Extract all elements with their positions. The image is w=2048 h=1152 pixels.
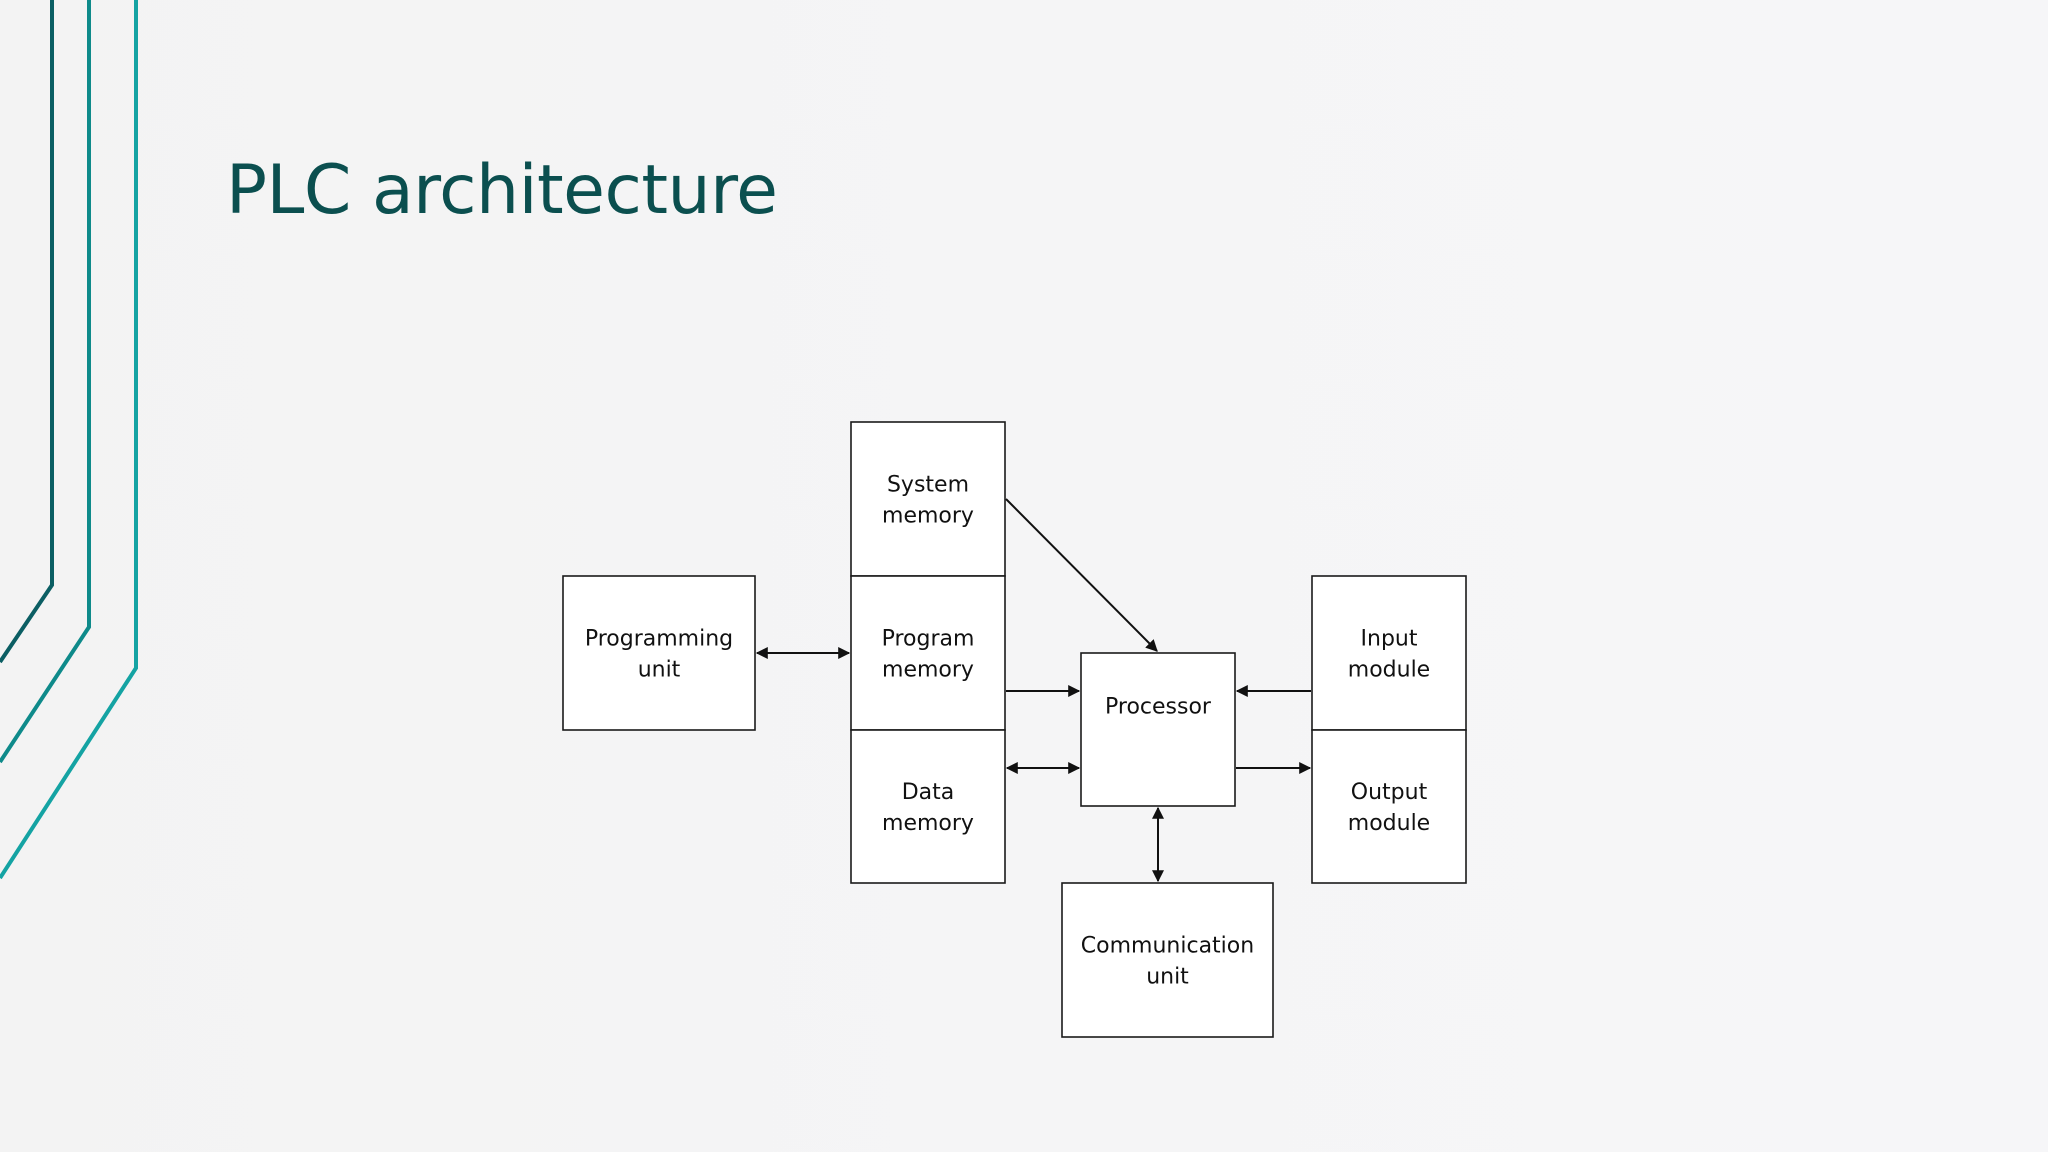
communication-unit-block: Communication unit [1061,882,1274,1038]
input-module-label-line-1: Input [1361,627,1418,652]
output-module-box [1311,729,1467,884]
system-memory-box [850,421,1006,577]
connections [755,498,1312,883]
blocks: ProgrammingunitSystemmemoryProgrammemory… [562,421,1467,1038]
slide-title: PLC architecture [226,151,778,230]
system-memory-label-line-1: System [887,473,969,498]
communication-unit-label-line-1: Communication [1081,934,1254,959]
output-module-label-line-2: module [1348,811,1430,836]
output-module-label-line-1: Output [1351,780,1428,805]
program-memory-label-line-2: memory [882,658,974,683]
input-module-box [1311,575,1467,731]
programming-unit-box [562,575,756,731]
data-memory-label-line-1: Data [902,780,955,805]
communication-unit-box [1061,882,1274,1038]
data-memory-box [850,729,1006,884]
input-module-block: Input module [1311,575,1467,731]
communication-unit-label-line-2: unit [1146,965,1189,990]
program-memory-block: Program memory [850,575,1006,731]
accent-line-1 [0,0,54,664]
output-module-block: Output module [1311,729,1467,884]
processor-block: Processor [1080,652,1236,807]
data-memory-block: Data memory [850,729,1006,884]
programming-unit-label-line-2: unit [638,658,681,683]
accent-line-3 [0,0,138,880]
input-module-label-line-2: module [1348,658,1430,683]
program-memory-label-line-1: Program [882,627,975,652]
programming-unit-label-line-1: Programming [585,627,733,652]
system-memory-block: System memory [850,421,1006,577]
processor-box [1080,652,1236,807]
programming-unit-block: Programming unit [562,575,756,731]
program-memory-box [850,575,1006,731]
data-memory-label-line-2: memory [882,811,974,836]
accent-line-2 [0,0,91,764]
arrow-system-memory-to-processor [1005,498,1158,652]
processor-label-line-1: Processor [1105,695,1212,720]
system-memory-label-line-2: memory [882,504,974,529]
